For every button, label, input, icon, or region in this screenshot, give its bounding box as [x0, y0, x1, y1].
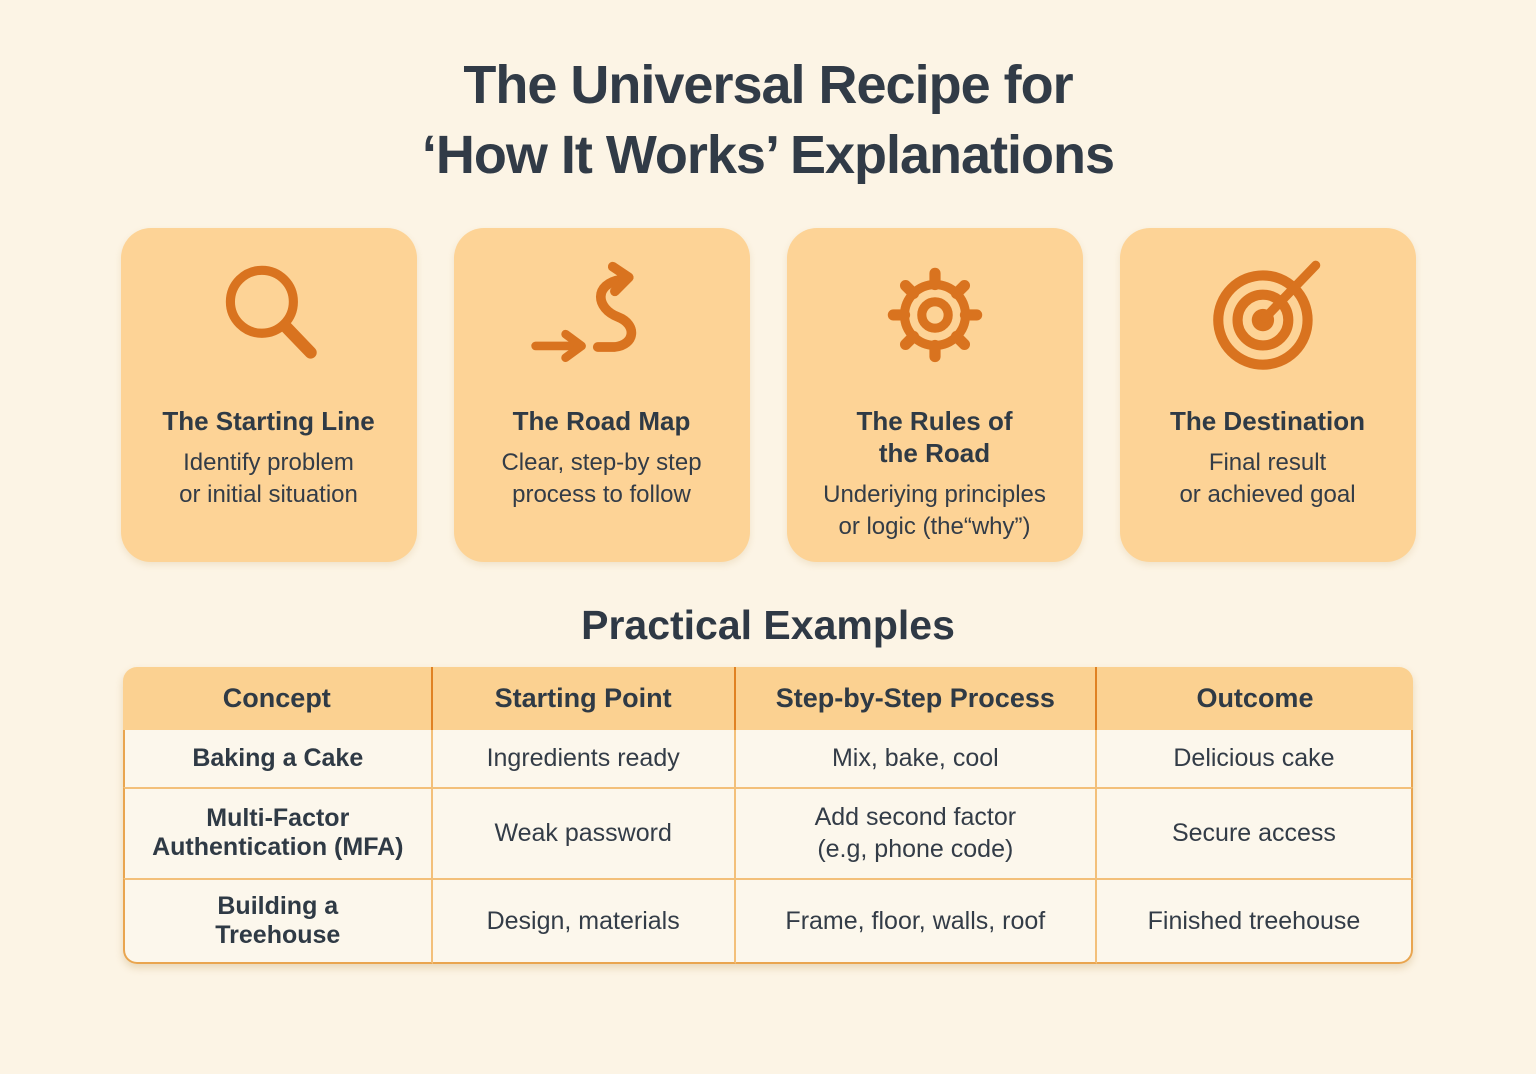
winding-route-arrow-icon	[527, 228, 677, 406]
card-title: The Rules of the Road	[856, 406, 1013, 469]
column-header-process: Step-by-Step Process	[735, 667, 1097, 731]
cell-concept: Baking a Cake	[123, 730, 433, 787]
card-description: Final result or achieved goal	[1179, 449, 1356, 509]
cell-outcome: Finished treehouse	[1096, 877, 1413, 964]
column-header-outcome: Outcome	[1096, 667, 1413, 731]
card-description: Clear, step-by step process to follow	[501, 449, 702, 509]
cell-concept: Multi-Factor Authentication (MFA)	[123, 786, 433, 878]
cell-starting-point: Weak password	[432, 786, 736, 878]
examples-table-wrap: Concept Starting Point Step-by-Step Proc…	[123, 667, 1413, 964]
cell-concept: Building a Treehouse	[123, 877, 433, 964]
card-title: The Starting Line	[162, 406, 375, 437]
cell-outcome: Delicious cake	[1096, 730, 1413, 787]
card-destination: The Destination Final result or achieved…	[1119, 228, 1416, 563]
cell-starting-point: Ingredients ready	[432, 730, 736, 787]
cell-process: Add second factor (e.g, phone code)	[735, 786, 1097, 878]
card-description: Underiying principles or logic (the“why”…	[823, 480, 1046, 540]
cell-process: Frame, floor, walls, roof	[735, 877, 1097, 964]
column-header-concept: Concept	[123, 667, 433, 731]
steps-row: The Starting Line Identify problem or in…	[0, 228, 1536, 563]
card-starting-line: The Starting Line Identify problem or in…	[120, 228, 417, 563]
target-icon	[1200, 228, 1336, 406]
card-title: The Road Map	[512, 406, 691, 437]
card-rules-of-road: The Rules of the Road Underiying princip…	[786, 228, 1083, 563]
table-row: Multi-Factor Authentication (MFA) Weak p…	[123, 786, 1413, 878]
table-header-row: Concept Starting Point Step-by-Step Proc…	[123, 667, 1413, 731]
table-row: Building a Treehouse Design, materials F…	[123, 877, 1413, 964]
page-title: The Universal Recipe for ‘How It Works’ …	[421, 55, 1115, 186]
table-row: Baking a Cake Ingredients ready Mix, bak…	[123, 730, 1413, 787]
cell-outcome: Secure access	[1096, 786, 1413, 878]
card-description: Identify problem or initial situation	[179, 449, 358, 509]
gear-icon	[869, 228, 1001, 406]
card-title: The Destination	[1169, 406, 1365, 437]
cell-starting-point: Design, materials	[432, 877, 736, 964]
column-header-starting-point: Starting Point	[432, 667, 736, 731]
search-icon	[203, 228, 335, 406]
infographic-page: The Universal Recipe for ‘How It Works’ …	[0, 50, 1536, 964]
cell-process: Mix, bake, cool	[735, 730, 1097, 787]
examples-table: Concept Starting Point Step-by-Step Proc…	[123, 667, 1413, 964]
examples-section-title: Practical Examples	[581, 602, 955, 649]
card-road-map: The Road Map Clear, step-by step process…	[453, 228, 750, 563]
